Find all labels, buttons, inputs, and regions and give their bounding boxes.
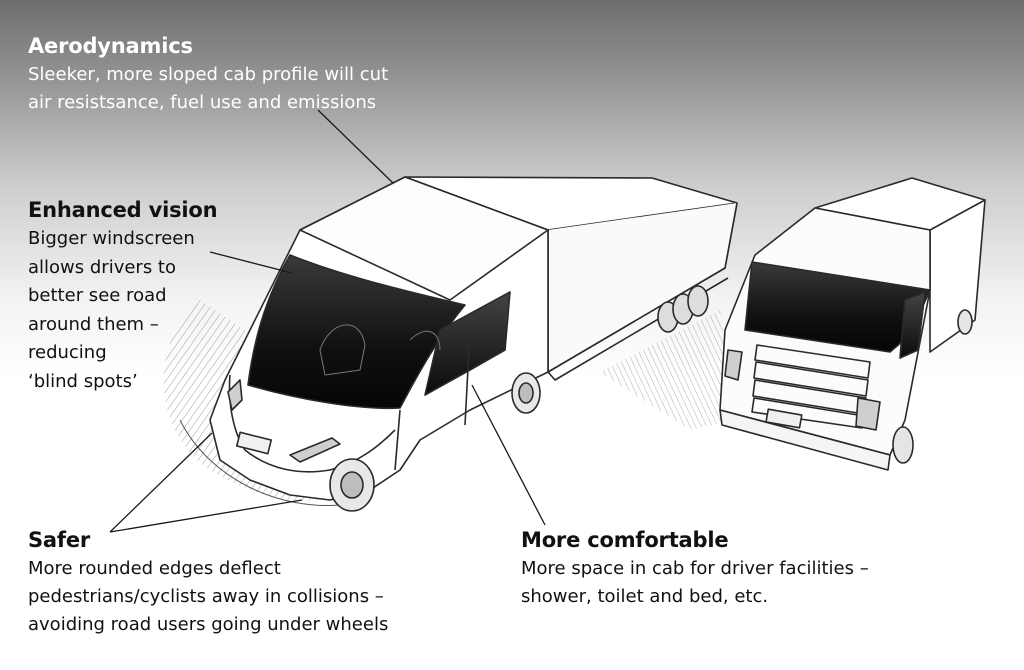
comfort-leader-line [471, 384, 546, 526]
futuristic-truck-sketch [209, 176, 738, 512]
callout-comfort-title: More comfortable [521, 528, 729, 552]
callout-enhanced-vision: Enhanced vision Bigger windscreen allows… [28, 197, 268, 396]
callout-vision-text: Bigger windscreen allows drivers to bett… [28, 228, 195, 392]
callout-comfort-text: More space in cab for driver facilities … [521, 558, 869, 607]
callout-aerodynamics: Aerodynamics Sleeker, more sloped cab pr… [28, 33, 488, 117]
callout-safer: Safer More rounded edges deflect pedestr… [28, 527, 498, 639]
safer-leader-line-right [109, 499, 303, 533]
callout-safer-title: Safer [28, 528, 91, 552]
conventional-truck-sketch [719, 177, 986, 471]
callout-leader-lines [109, 109, 546, 533]
safer-leader-line-left [109, 432, 213, 533]
callout-more-comfortable: More comfortable More space in cab for d… [521, 527, 991, 611]
callout-safer-text: More rounded edges deflect pedestrians/c… [28, 558, 389, 635]
callout-vision-title: Enhanced vision [28, 198, 218, 222]
aerodynamics-leader-line [317, 109, 394, 184]
callout-aerodynamics-title: Aerodynamics [28, 34, 193, 58]
vision-leader-line [209, 251, 293, 274]
callout-aerodynamics-text: Sleeker, more sloped cab profile will cu… [28, 64, 389, 113]
